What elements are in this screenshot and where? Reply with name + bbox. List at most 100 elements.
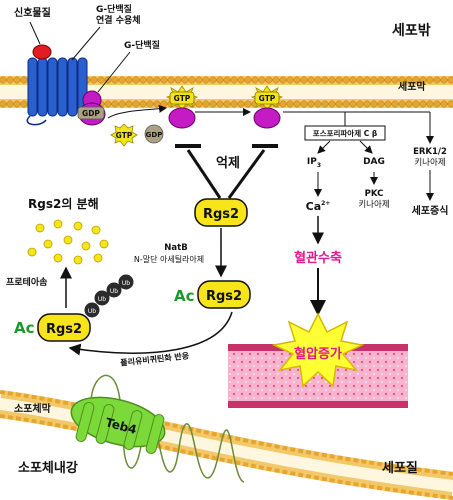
membrane-lipid-head bbox=[433, 100, 441, 108]
membrane-lipid-head bbox=[244, 100, 252, 108]
plc-label: 포스포리파아제 C β bbox=[313, 128, 378, 138]
membrane-lipid-head bbox=[118, 100, 126, 108]
membrane-lipid-head bbox=[104, 100, 112, 108]
membrane-lipid-head bbox=[146, 100, 154, 108]
hypertension-burst: 혈압증가 bbox=[271, 312, 365, 388]
erk-label: ERK1/2 bbox=[413, 147, 447, 157]
membrane-lipid-head bbox=[160, 100, 168, 108]
membrane-lipid-head bbox=[286, 76, 294, 84]
inhibition-label: 억제 bbox=[216, 156, 240, 171]
membrane-lipid-head bbox=[230, 100, 238, 108]
membrane-lipid-head bbox=[328, 76, 336, 84]
g-protein-pointer bbox=[97, 51, 131, 93]
membrane-lipid-head bbox=[433, 76, 441, 84]
membrane-lipid-head bbox=[209, 100, 217, 108]
membrane-lipid-head bbox=[279, 76, 287, 84]
ip3-arrow bbox=[317, 140, 331, 154]
membrane-lipid-head bbox=[139, 76, 147, 84]
rgs2-degradation-title: Rgs2의 분해 bbox=[28, 196, 99, 211]
membrane-lipid-head bbox=[181, 76, 189, 84]
degraded-fragments bbox=[27, 219, 109, 265]
cell-membrane bbox=[0, 76, 453, 108]
membrane-lipid-head bbox=[174, 76, 182, 84]
membrane-lipid-head bbox=[314, 100, 322, 108]
membrane-lipid-head bbox=[412, 76, 420, 84]
er-lumen-label: 소포체내강 bbox=[18, 460, 78, 476]
gdp-label: GDP bbox=[82, 109, 100, 118]
membrane-lipid-head bbox=[90, 76, 98, 84]
natb-description: N-말단 아세틸라아제 bbox=[134, 254, 204, 264]
g-protein-gtp-1: GTP bbox=[165, 85, 199, 129]
membrane-lipid-head bbox=[13, 100, 21, 108]
membrane-lipid-head bbox=[398, 76, 406, 84]
free-gtp: GTP bbox=[110, 123, 138, 147]
dag-label: DAG bbox=[363, 157, 385, 167]
membrane-lipid-head bbox=[111, 100, 119, 108]
polyubiquitination-arrow bbox=[68, 311, 233, 356]
membrane-lipid-head bbox=[244, 76, 252, 84]
ub-label-3: Ub bbox=[110, 288, 118, 295]
plc-box: 포스포리파아제 C β bbox=[304, 125, 386, 141]
gpcr-label-line2: 연결 수용체 bbox=[96, 14, 141, 26]
membrane-lipid-head bbox=[321, 76, 329, 84]
membrane-lipid-head bbox=[111, 76, 119, 84]
membrane-lipid-head bbox=[391, 100, 399, 108]
signal-molecule bbox=[32, 44, 52, 60]
membrane-lipid-head bbox=[20, 76, 28, 84]
membrane-lipid-head bbox=[321, 100, 329, 108]
membrane-lipid-head bbox=[13, 76, 21, 84]
extracellular-label: 세포밖 bbox=[392, 23, 431, 39]
membrane-lipid-head bbox=[307, 76, 315, 84]
proteasome-label: 프로테아솜 bbox=[6, 276, 47, 288]
cytoplasm-label: 세포질 bbox=[382, 461, 418, 476]
membrane-lipid-head bbox=[293, 100, 301, 108]
g-protein-gtp-2: GTP bbox=[250, 85, 284, 129]
gpcr-receptor bbox=[26, 57, 88, 126]
teb4-protein: Teb4 bbox=[70, 374, 245, 483]
membrane-lipid-head bbox=[447, 100, 453, 108]
g-protein-gdp: GDP bbox=[77, 90, 106, 126]
natb-label: NatB bbox=[164, 243, 187, 253]
membrane-lipid-head bbox=[272, 76, 280, 84]
membrane-lipid-head bbox=[307, 100, 315, 108]
free-gdp: GDP bbox=[144, 124, 164, 144]
gtp-label-2: GTP bbox=[259, 94, 276, 103]
membrane-lipid-head bbox=[237, 100, 245, 108]
membrane-lipid-head bbox=[230, 76, 238, 84]
membrane-lipid-head bbox=[384, 76, 392, 84]
membrane-lipid-head bbox=[349, 100, 357, 108]
membrane-lipid-head bbox=[293, 76, 301, 84]
membrane-lipid-head bbox=[6, 76, 14, 84]
membrane-lipid-head bbox=[391, 76, 399, 84]
membrane-lipid-head bbox=[419, 76, 427, 84]
pkc-kinase-label: 키나아제 bbox=[358, 199, 389, 210]
acetylated-rgs2: Ac Rgs2 bbox=[174, 280, 251, 309]
membrane-lipid-head bbox=[153, 76, 161, 84]
ub-label-4: Ub bbox=[122, 280, 130, 287]
activation-arrow bbox=[107, 104, 167, 119]
membrane-lipid-head bbox=[20, 100, 28, 108]
membrane-lipid-head bbox=[139, 100, 147, 108]
hypertension-label: 혈압증가 bbox=[294, 346, 342, 362]
rgs2-label: Rgs2 bbox=[203, 207, 239, 222]
gpcr-label-line1: G-단백질 bbox=[96, 3, 132, 15]
membrane-lipid-head bbox=[405, 100, 413, 108]
membrane-lipid-head bbox=[447, 76, 453, 84]
membrane-lipid-head bbox=[300, 100, 308, 108]
free-gtp-label: GTP bbox=[116, 131, 133, 140]
membrane-lipid-head bbox=[328, 100, 336, 108]
membrane-lipid-head bbox=[125, 100, 133, 108]
membrane-lipid-head bbox=[160, 76, 168, 84]
membrane-lipid-head bbox=[419, 100, 427, 108]
membrane-lipid-head bbox=[342, 76, 350, 84]
membrane-lipid-head bbox=[0, 100, 7, 108]
dag-arrow bbox=[359, 140, 373, 154]
membrane-lipid-head bbox=[440, 76, 448, 84]
membrane-lipid-head bbox=[412, 100, 420, 108]
vasoconstriction-label: 혈관수축 bbox=[294, 250, 342, 266]
proliferation-label: 세포증식 bbox=[412, 204, 449, 217]
membrane-lipid-head bbox=[363, 100, 371, 108]
membrane-lipid-head bbox=[258, 76, 266, 84]
inhibition-lines bbox=[175, 144, 278, 199]
membrane-lipid-head bbox=[377, 100, 385, 108]
